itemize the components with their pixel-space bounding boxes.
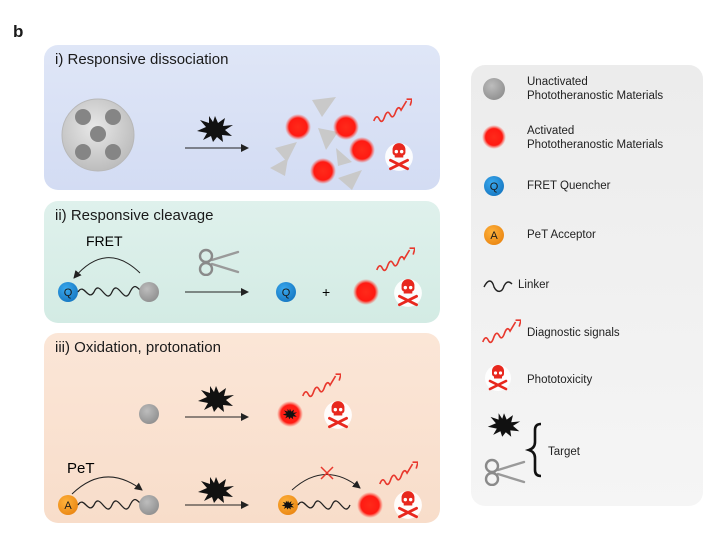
legend-target-scissors-icon	[484, 458, 526, 486]
blocked-pet-arrow	[291, 474, 361, 491]
legend-phototoxicity-label: Phototoxicity	[527, 374, 593, 386]
legend-linker-label: Linker	[518, 279, 550, 291]
activated-circle-pet	[357, 492, 383, 518]
target-starburst-icon-3	[198, 477, 234, 503]
panel-title-dissociation: i) Responsive dissociation	[55, 51, 229, 68]
legend-unactivated-icon	[483, 78, 505, 100]
plus-sign: +	[322, 284, 330, 300]
acceptor-letter: A	[64, 500, 72, 512]
pet-label: PeT	[67, 460, 95, 477]
fret-label: FRET	[86, 233, 123, 249]
phototoxicity-icon-3	[324, 400, 352, 430]
panel-letter: b	[13, 22, 24, 41]
legend-diagnostic-label: Diagnostic signals	[527, 327, 620, 339]
legend-activated-label: Activated Phototheranostic Materials	[527, 125, 664, 151]
diagnostic-signal-icon-3	[301, 373, 341, 398]
diagnostic-signal-icon	[372, 98, 412, 123]
activated-particles	[285, 114, 375, 184]
unactivated-circle-ox	[139, 404, 159, 424]
legend-target-starburst-icon	[487, 413, 521, 437]
diagnostic-signal-icon-2	[375, 247, 415, 272]
dissociated-fragments	[270, 97, 362, 190]
pet-acceptor-circle	[58, 495, 78, 515]
panel-oxidation-protonation: iii) Oxidation, protonation	[44, 333, 440, 523]
legend-diagnostic-icon	[481, 319, 521, 344]
released-quencher-letter: Q	[282, 287, 291, 299]
phototoxicity-icon	[385, 142, 413, 172]
phototoxicity-icon-2	[394, 278, 422, 308]
unactivated-circle-pet	[139, 495, 159, 515]
fret-quencher-circle	[58, 282, 78, 302]
fret-arrow	[73, 257, 141, 279]
diagnostic-signal-icon-4	[378, 461, 418, 486]
nanoparticle-unactivated	[61, 98, 135, 172]
linker-line	[77, 285, 141, 297]
legend-pet-acceptor-icon	[484, 225, 504, 245]
blocked-cross-icon	[320, 466, 334, 480]
pet-arrow	[71, 476, 143, 495]
target-starburst-icon-2	[198, 386, 234, 412]
phototoxicity-icon-4	[394, 490, 422, 520]
legend-activated-icon	[482, 125, 506, 149]
panel-title-cleavage: ii) Responsive cleavage	[55, 207, 214, 224]
target-scissors-icon	[198, 248, 240, 276]
target-starburst-icon	[197, 116, 233, 142]
legend-linker-icon	[483, 280, 513, 293]
legend-target-brace	[524, 422, 542, 478]
legend-fret-quencher-icon	[484, 176, 504, 196]
legend-pet-letter: A	[490, 230, 498, 242]
panel-responsive-cleavage: ii) Responsive cleavage	[44, 201, 440, 323]
unactivated-circle	[139, 282, 159, 302]
linker-line-2	[77, 498, 141, 510]
legend-target-label: Target	[548, 446, 580, 458]
linker-line-3	[297, 500, 351, 510]
legend-fret-letter: Q	[490, 181, 499, 193]
legend-unactivated-label: Unactivated Phototheranostic Materials	[527, 76, 664, 102]
quencher-letter: Q	[64, 287, 73, 299]
panel-title-oxidation: iii) Oxidation, protonation	[55, 339, 221, 356]
legend-fret-quencher-label: FRET Quencher	[527, 180, 611, 192]
activated-circle-cleavage	[353, 279, 379, 305]
legend-phototoxicity-icon	[485, 364, 511, 392]
legend-pet-acceptor-label: PeT Acceptor	[527, 229, 596, 241]
released-quencher-circle	[276, 282, 296, 302]
